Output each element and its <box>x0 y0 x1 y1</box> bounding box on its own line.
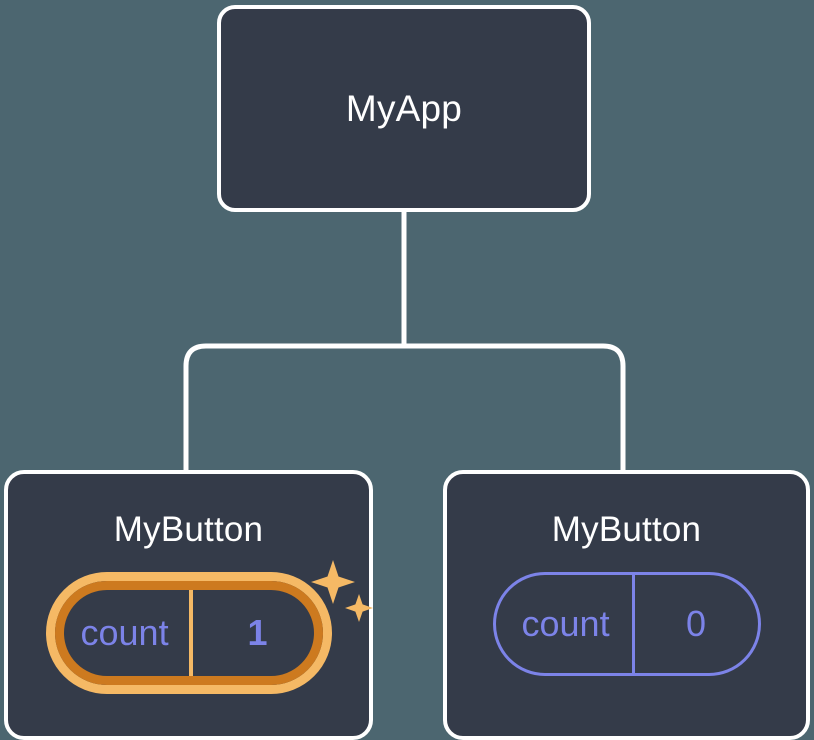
state-divider-left <box>188 581 193 685</box>
state-value-right: 0 <box>686 603 707 644</box>
state-key-left: count <box>80 612 169 653</box>
node-myapp-title: MyApp <box>345 88 463 129</box>
state-key-right: count <box>521 603 610 644</box>
state-pill-wrapper-right: count 0 <box>447 572 806 676</box>
state-pill-right[interactable]: count 0 <box>492 572 761 676</box>
state-value-left: 1 <box>247 612 268 653</box>
node-mybutton-left-title: MyButton <box>113 510 264 549</box>
node-mybutton-right[interactable]: MyButton count 0 <box>443 470 810 740</box>
connector-branch-bar <box>183 343 626 470</box>
node-mybutton-right-title: MyButton <box>551 510 702 549</box>
state-pill-left[interactable]: count 1 <box>45 572 332 694</box>
state-pill-wrapper-left: count 1 <box>8 560 373 694</box>
state-divider-right <box>631 575 635 673</box>
node-mybutton-left[interactable]: MyButton count 1 <box>4 470 373 740</box>
node-myapp[interactable]: MyApp <box>217 5 591 212</box>
